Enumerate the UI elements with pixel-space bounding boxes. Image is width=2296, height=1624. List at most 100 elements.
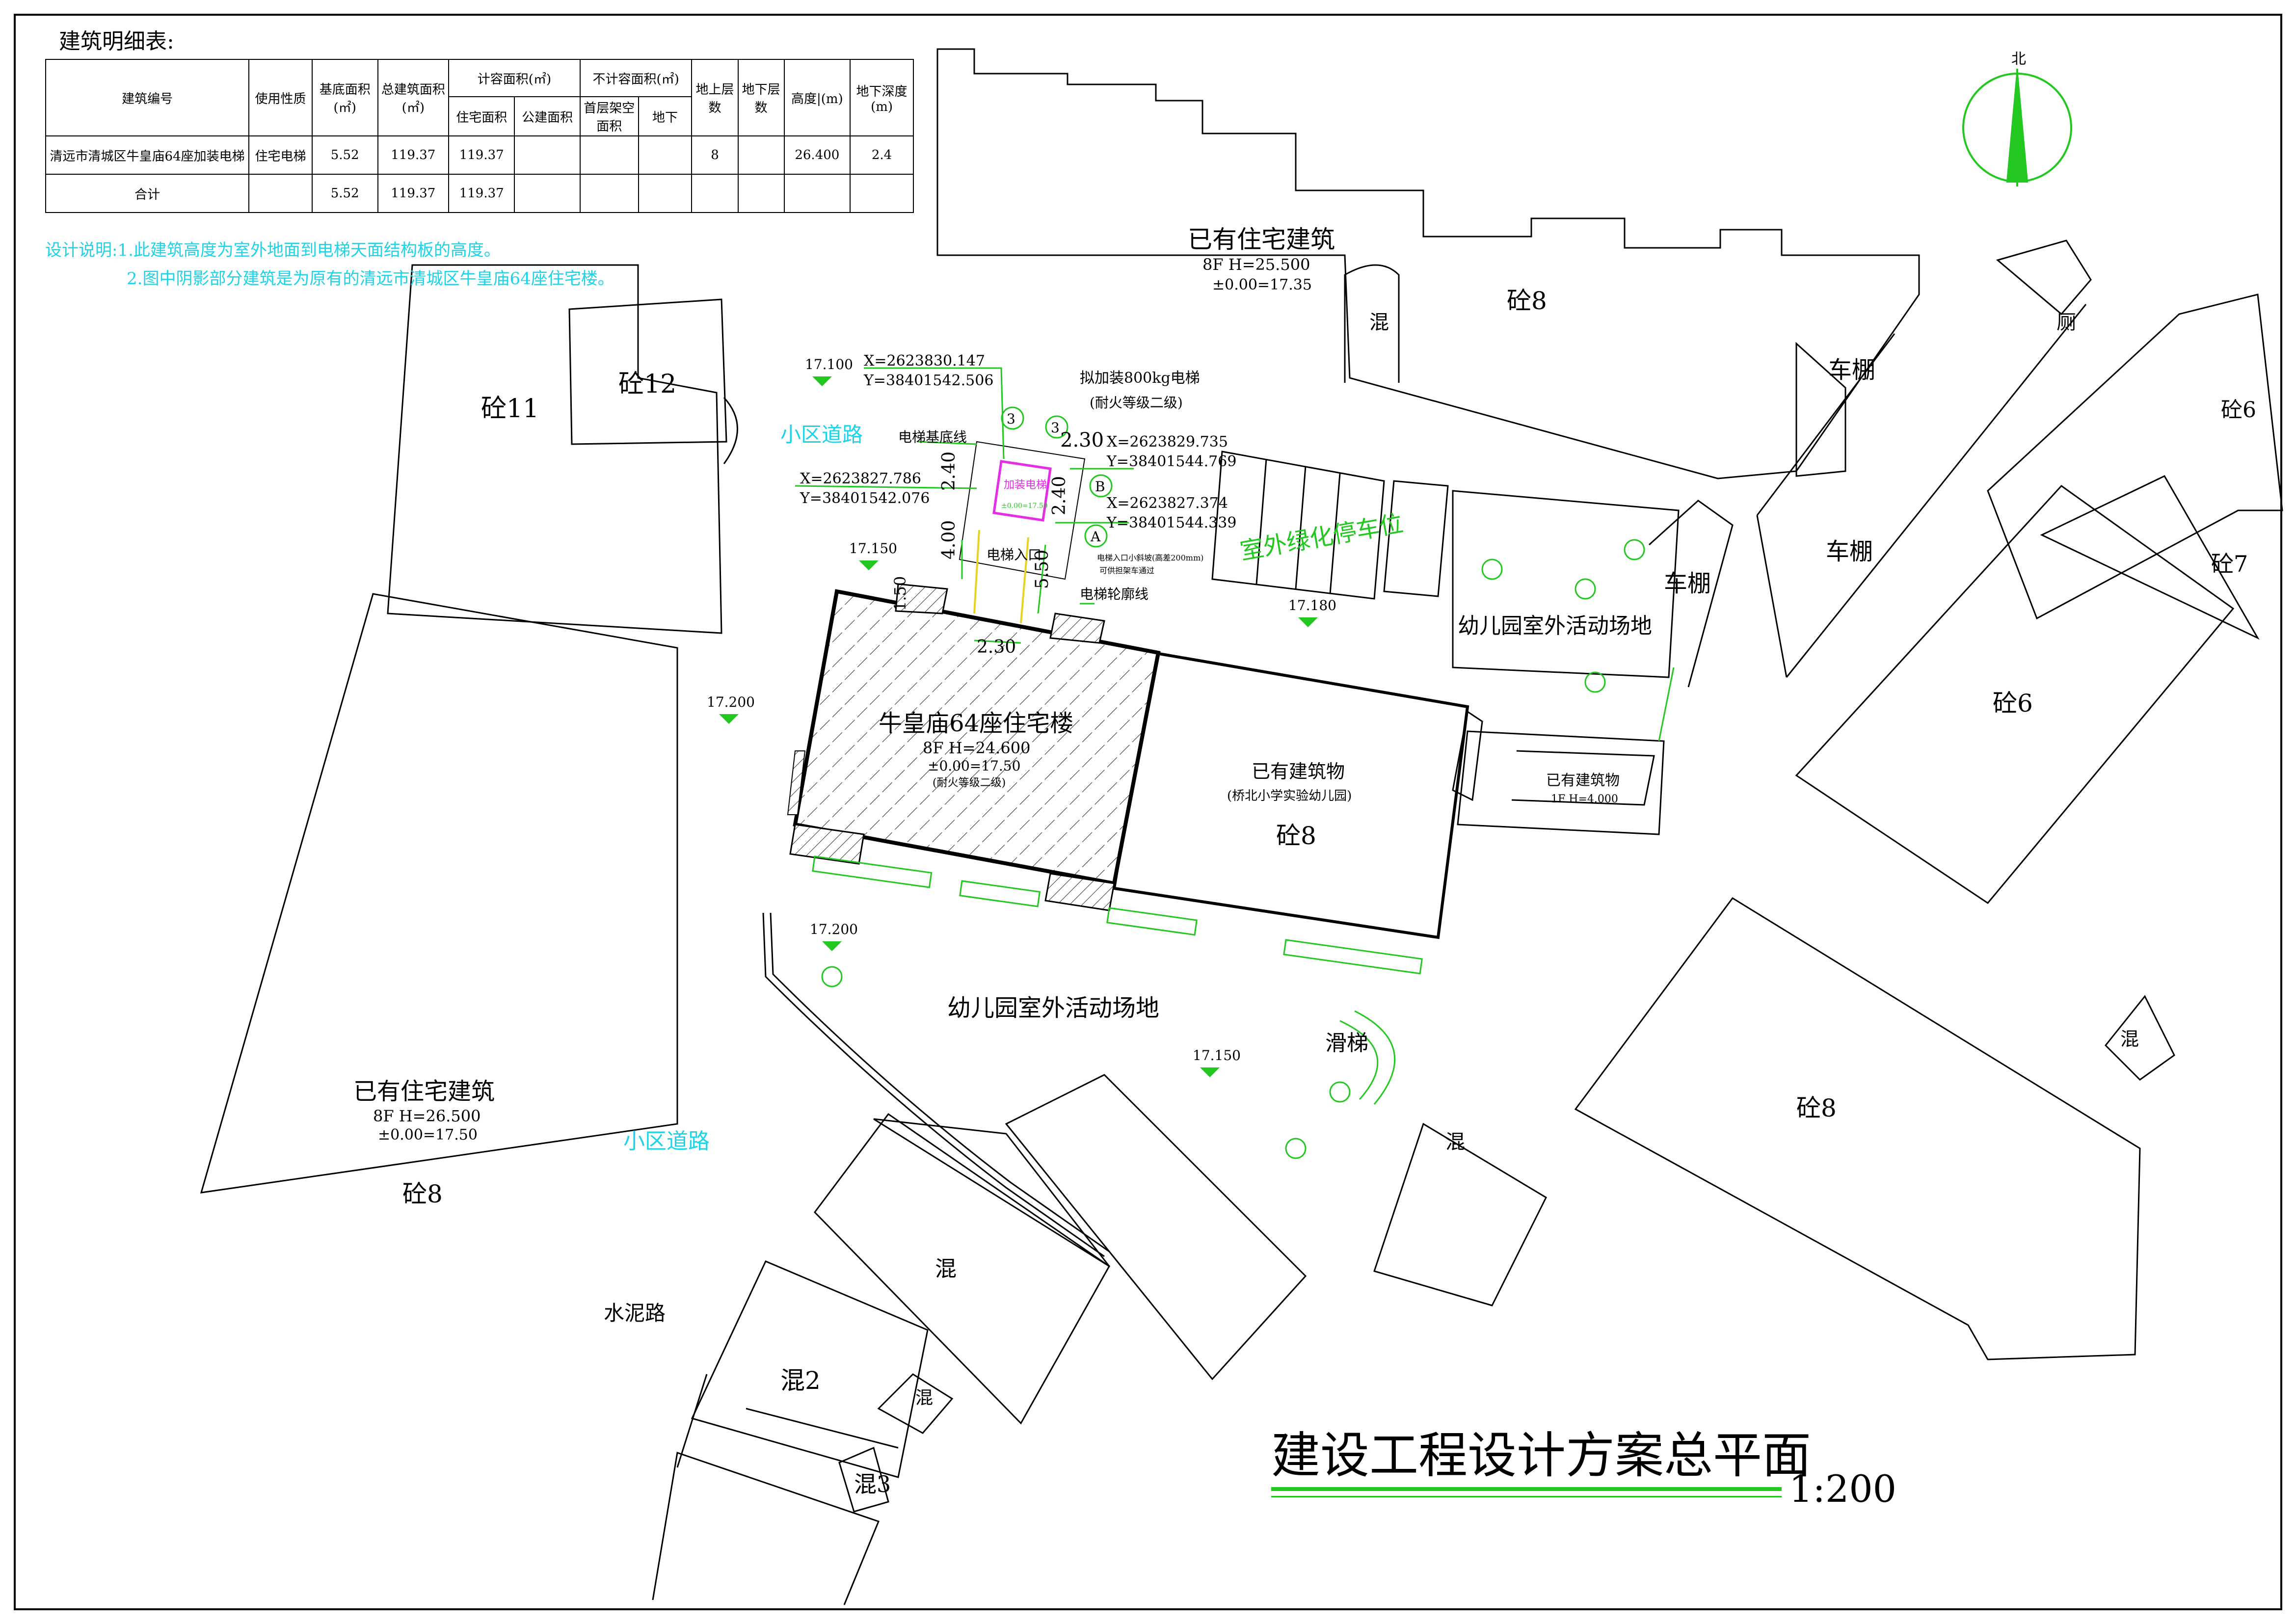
coord-p3y: Y=38401544.769 xyxy=(1106,453,1236,470)
th-total: 总建筑面积(㎡) xyxy=(377,59,449,136)
cell-below xyxy=(737,135,785,175)
th-height: 高度|(m) xyxy=(783,59,851,136)
road-label-w: 小区道路 xyxy=(623,1129,710,1154)
design-note-2: 2.图中阴影部分建筑是为原有的清远市清城区牛皇庙64座住宅楼。 xyxy=(127,269,614,289)
east-tong8 xyxy=(1574,897,2141,1360)
shed-right xyxy=(1648,500,1734,688)
hedge xyxy=(812,855,933,888)
annotation-lines xyxy=(795,367,1675,742)
cell-pub xyxy=(514,174,581,213)
title-underline-thin xyxy=(1271,1496,1782,1497)
hedges xyxy=(812,855,1423,975)
cell-res: 119.37 xyxy=(448,174,515,213)
drawing-scale: 1:200 xyxy=(1789,1467,1896,1511)
south-path xyxy=(762,912,1105,1257)
dim-150: 1.50 xyxy=(891,576,909,611)
elev-ramp-label2: 可供担架车通过 xyxy=(1099,566,1154,575)
cell-use: 住宅电梯 xyxy=(248,135,313,175)
elev-triangle xyxy=(719,714,739,724)
east-road-lines xyxy=(1756,304,2087,678)
exist-bldg2-spec: 1F H=4.000 xyxy=(1551,793,1618,805)
main-bldg-elev: ±0.00=17.50 xyxy=(928,758,1020,774)
axis-B: B xyxy=(1095,479,1105,495)
cell-above xyxy=(691,174,739,213)
hun3-label: 混3 xyxy=(854,1471,891,1497)
elev-label-1: 17.100 xyxy=(805,356,853,373)
elev-proposed-label: 拟加装800kg电梯 xyxy=(1080,370,1200,387)
exist-bldg-label: 已有建筑物 xyxy=(1252,761,1345,782)
west-residential xyxy=(200,593,678,1194)
hedge xyxy=(1283,939,1423,975)
tong11-label: 砼11 xyxy=(481,394,539,424)
trees xyxy=(821,539,1645,1159)
tong12-label: 砼12 xyxy=(618,370,676,399)
elev-triangle xyxy=(1298,617,1318,627)
slide-arc-2 xyxy=(1354,1010,1396,1105)
axis-3b: 3 xyxy=(1051,420,1060,436)
cell-stilt xyxy=(579,135,639,175)
ne-hun xyxy=(2104,995,2175,1081)
elev-label-3: 17.180 xyxy=(1288,597,1336,613)
hedge xyxy=(1106,907,1198,936)
th-id: 建筑编号 xyxy=(45,59,250,136)
th-use: 使用性质 xyxy=(248,59,313,136)
dim-550: 5.50 xyxy=(1032,550,1052,589)
th-res: 住宅面积 xyxy=(448,96,515,136)
cell-height: 26.400 xyxy=(783,135,851,175)
cement-road-label: 水泥路 xyxy=(604,1301,666,1325)
th-ug: 地下 xyxy=(638,96,693,136)
elev-fire-label: (耐火等级二级) xyxy=(1090,395,1183,411)
tong12-arc xyxy=(723,397,738,464)
elev-base-line-label: 电梯基底线 xyxy=(898,429,967,445)
east-hun xyxy=(1373,1122,1547,1306)
parking-stall-east xyxy=(1383,480,1449,597)
cell-above: 8 xyxy=(691,135,739,175)
design-note-1: 设计说明:1.此建筑高度为室外地面到电梯天面结构板的高度。 xyxy=(45,240,501,260)
axis-circles xyxy=(1001,406,1113,548)
elevator-base-outline xyxy=(959,441,1086,580)
cell-stilt xyxy=(579,174,639,213)
plan-texts: 已有住宅建筑 8F H=25.500 ±0.00=17.35 混 砼8 车棚 厕… xyxy=(353,51,2256,1497)
parking-block xyxy=(1211,451,1385,600)
dim-230: 2.30 xyxy=(1060,429,1104,452)
elev-triangle xyxy=(1200,1067,1220,1077)
tong12-block xyxy=(568,298,727,445)
north-arrow xyxy=(1962,69,2072,186)
elev-triangle xyxy=(822,941,842,951)
ce-label: 厕 xyxy=(2056,311,2076,334)
coord-p1y: Y=38401542.506 xyxy=(863,372,993,389)
parking-dividers xyxy=(1255,458,1341,594)
hun-small xyxy=(877,1373,954,1434)
tree-icon xyxy=(1285,1138,1307,1159)
coord-p2y: Y=38401542.076 xyxy=(800,490,930,507)
hun-e-label: 混 xyxy=(1445,1131,1465,1153)
chepeng-label-e: 车棚 xyxy=(1826,538,1873,565)
tong8-label-e: 砼8 xyxy=(1796,1094,1837,1122)
elev-box-label: 加装电梯 xyxy=(1004,479,1047,491)
elev-box-sub: ±0.00=17.50 xyxy=(1001,502,1048,510)
exist-bldg2 xyxy=(1457,730,1665,835)
west-bldg-spec: 8F H=26.500 xyxy=(373,1107,481,1125)
south-lines xyxy=(676,1374,899,1468)
hun2-block xyxy=(691,1260,929,1478)
slide-label: 滑梯 xyxy=(1325,1031,1368,1056)
west-bldg-elev: ±0.00=17.50 xyxy=(378,1126,478,1144)
kinder-yard-label-n: 幼儿园室外活动场地 xyxy=(1458,613,1652,639)
north-residential-outline xyxy=(936,48,1920,479)
cell-ug xyxy=(638,174,693,213)
th-nonfar-group: 不计容面积(㎡) xyxy=(579,59,693,97)
tong6-ne-label: 砼6 xyxy=(2221,398,2256,423)
main-bldg-spec: 8F H=24.600 xyxy=(923,739,1030,757)
table-row: 合计 5.52 119.37 119.37 xyxy=(45,174,914,213)
main-bldg-bay-n2 xyxy=(1049,612,1105,644)
coord-p2x: X=2623827.786 xyxy=(800,470,921,487)
cell-ug xyxy=(638,135,693,175)
road-label-n: 小区道路 xyxy=(780,423,863,447)
th-pub: 公建面积 xyxy=(514,96,581,136)
tree-icon xyxy=(1584,671,1606,693)
dim-230b: 2.30 xyxy=(977,637,1016,657)
hun2-label: 混2 xyxy=(780,1366,821,1395)
hun-s-label: 混 xyxy=(935,1256,957,1281)
elev-label-4: 17.200 xyxy=(707,694,755,710)
chepeng-label-c: 车棚 xyxy=(1664,570,1711,597)
